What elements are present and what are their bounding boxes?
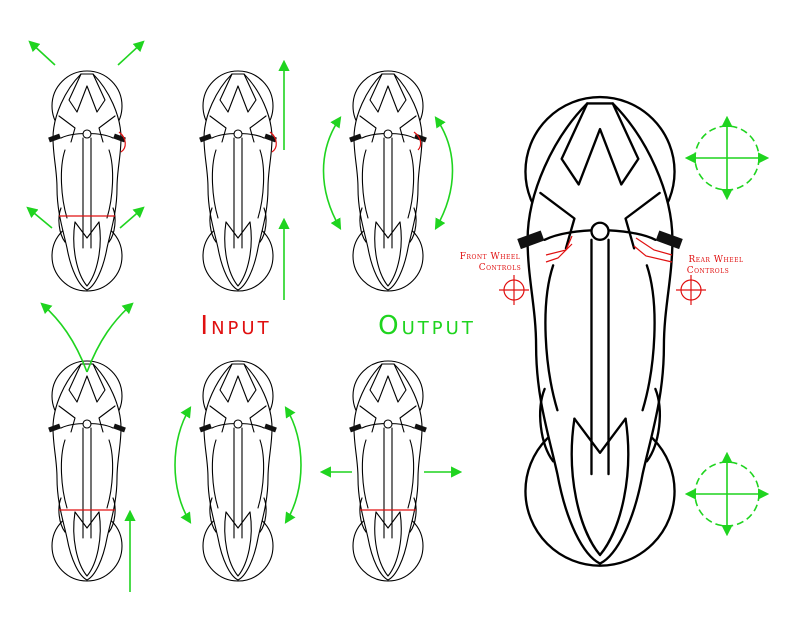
bike-large	[519, 97, 681, 566]
bike-yaw	[350, 71, 426, 291]
rear-wheel-label-line1: Rear Wheel	[688, 255, 743, 265]
four-way-arrow-icon-bottom	[687, 454, 767, 534]
rear-wheel-label-line2: Controls	[687, 266, 730, 276]
bike-throttle	[200, 71, 276, 291]
caption-input: Input	[200, 311, 271, 341]
crosshair-icon-front	[498, 274, 530, 306]
bike-steer-lean	[49, 71, 125, 291]
front-wheel-label-line2: Controls	[479, 263, 522, 273]
arrows-diagonal-out	[26, 40, 145, 229]
bike-slide	[350, 361, 426, 581]
four-way-arrow-icon-top	[687, 118, 767, 198]
arrows-rotate	[322, 116, 454, 230]
crosshair-icon-rear	[675, 274, 707, 306]
bike-roll	[200, 361, 276, 581]
front-wheel-callout	[545, 235, 573, 263]
caption-output: Output	[378, 311, 476, 341]
arrows-roll	[174, 406, 302, 524]
rear-wheel-callout	[633, 237, 673, 263]
front-wheel-label-line1: Front Wheel	[460, 252, 521, 262]
bike-wheelie	[49, 361, 125, 581]
arrows-fork-up	[40, 302, 136, 592]
